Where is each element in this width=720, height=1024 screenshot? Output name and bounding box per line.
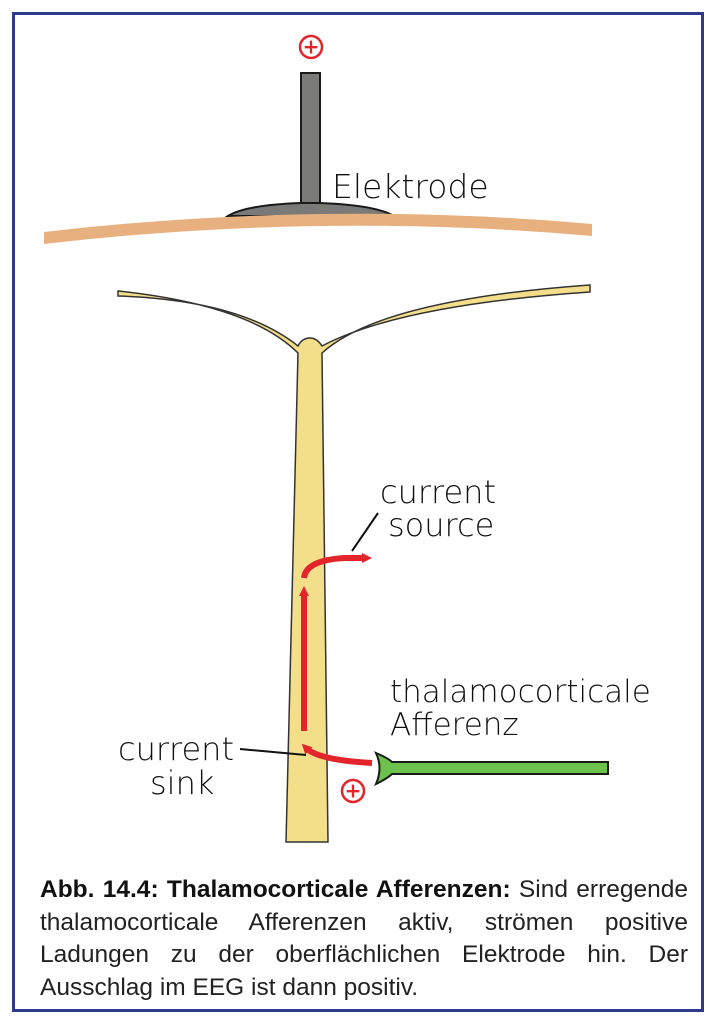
thalamocortical-afferent [373,751,609,787]
figure-frame [12,12,704,1012]
sink-leader-line [239,748,307,756]
neuron-body [117,284,591,843]
afferent-fiber [373,751,609,787]
current-source-label-line2: source [388,506,495,544]
plus-icon-electrode: + [298,35,324,60]
svg-text:+: + [303,35,320,59]
current-arrows [299,553,373,766]
figure-caption: Abb. 14.4: Thalamocorticale Afferenzen: … [40,874,688,1004]
current-source-label-line1: current [380,473,496,511]
pyramidal-neuron [117,284,591,843]
svg-text:+: + [345,779,362,803]
thalamocortical-label-line2: Afferenz [390,707,519,743]
current-sink-label-line2: sink [150,764,215,802]
current-sink-label-line1: current [118,730,234,768]
plus-icon-synapse: + [340,779,366,804]
caption-title: Abb. 14.4: Thalamocorticale Afferenzen: [40,876,511,903]
scalp-layer [44,213,592,244]
electrode-base [224,202,398,217]
electrode-shaft [300,72,321,204]
thalamocortical-label-line1: thalamocorticale [390,674,651,710]
source-outflow-arrow [301,553,372,579]
source-leader-line [351,512,379,552]
electrode-label: Elektrode [332,167,489,206]
caption-text: Sind erregende thalamocorticale Afferenz… [40,876,688,1001]
sink-inflow-arrow [301,743,373,766]
electrode [224,72,398,217]
